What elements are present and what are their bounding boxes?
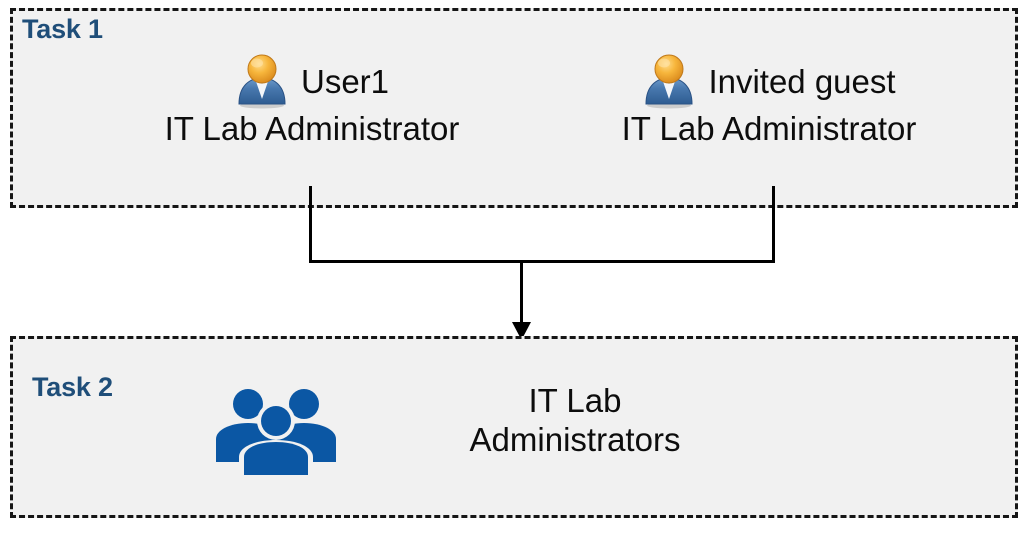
task-1-label: Task 1 (22, 14, 103, 44)
group-name-line-2: Administrators (469, 420, 681, 458)
person-invited-guest-name: Invited guest (708, 62, 896, 100)
user-group-icon (216, 389, 336, 478)
single-user-icon (238, 54, 286, 109)
person-user1-role: IT Lab Administrator (164, 110, 460, 147)
person-user1-header: User1 (132, 52, 492, 110)
task-2-label: Task 2 (32, 372, 113, 402)
person-user1: User1 IT Lab Administrator (132, 52, 492, 147)
person-invited-guest-header: Invited guest (584, 52, 954, 110)
person-invited-guest-role: IT Lab Administrator (621, 110, 917, 147)
person-user1-name: User1 (300, 62, 390, 100)
person-invited-guest: Invited guest IT Lab Administrator (584, 52, 954, 147)
group-name-label: IT Lab Administrators (400, 382, 750, 460)
task-2-box (10, 336, 1018, 518)
group-name-line-1: IT Lab (528, 382, 622, 419)
single-user-icon (645, 54, 693, 109)
task-1-box (10, 8, 1018, 208)
